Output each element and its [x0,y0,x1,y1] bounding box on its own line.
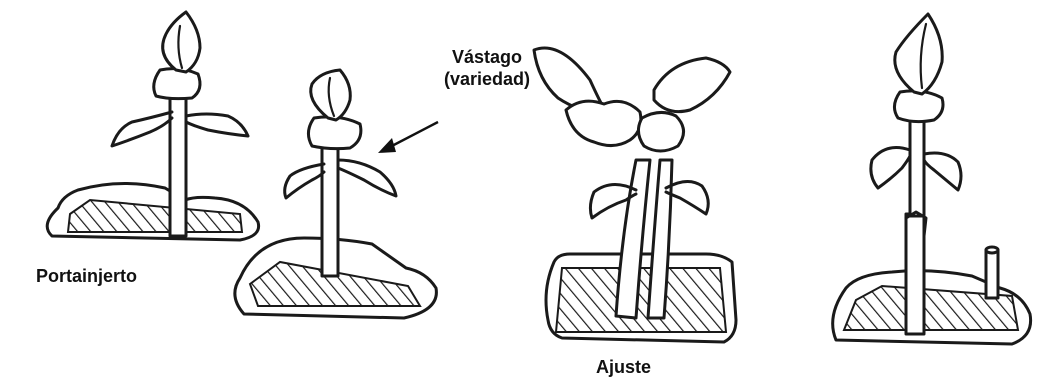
rootstock-label: Portainjerto [36,265,137,287]
scion-label-line1: Vástago [432,46,542,68]
grafted-plant-with-stake [833,14,1031,344]
scion-arrow [378,122,438,153]
scion-label-line2: (variedad) [432,68,542,90]
scion-label: Vástago (variedad) [432,46,542,90]
fitted-graft-plant [534,48,736,342]
fit-label: Ajuste [596,356,651,377]
rootstock-plant [47,12,258,240]
scion-plant [235,70,437,318]
